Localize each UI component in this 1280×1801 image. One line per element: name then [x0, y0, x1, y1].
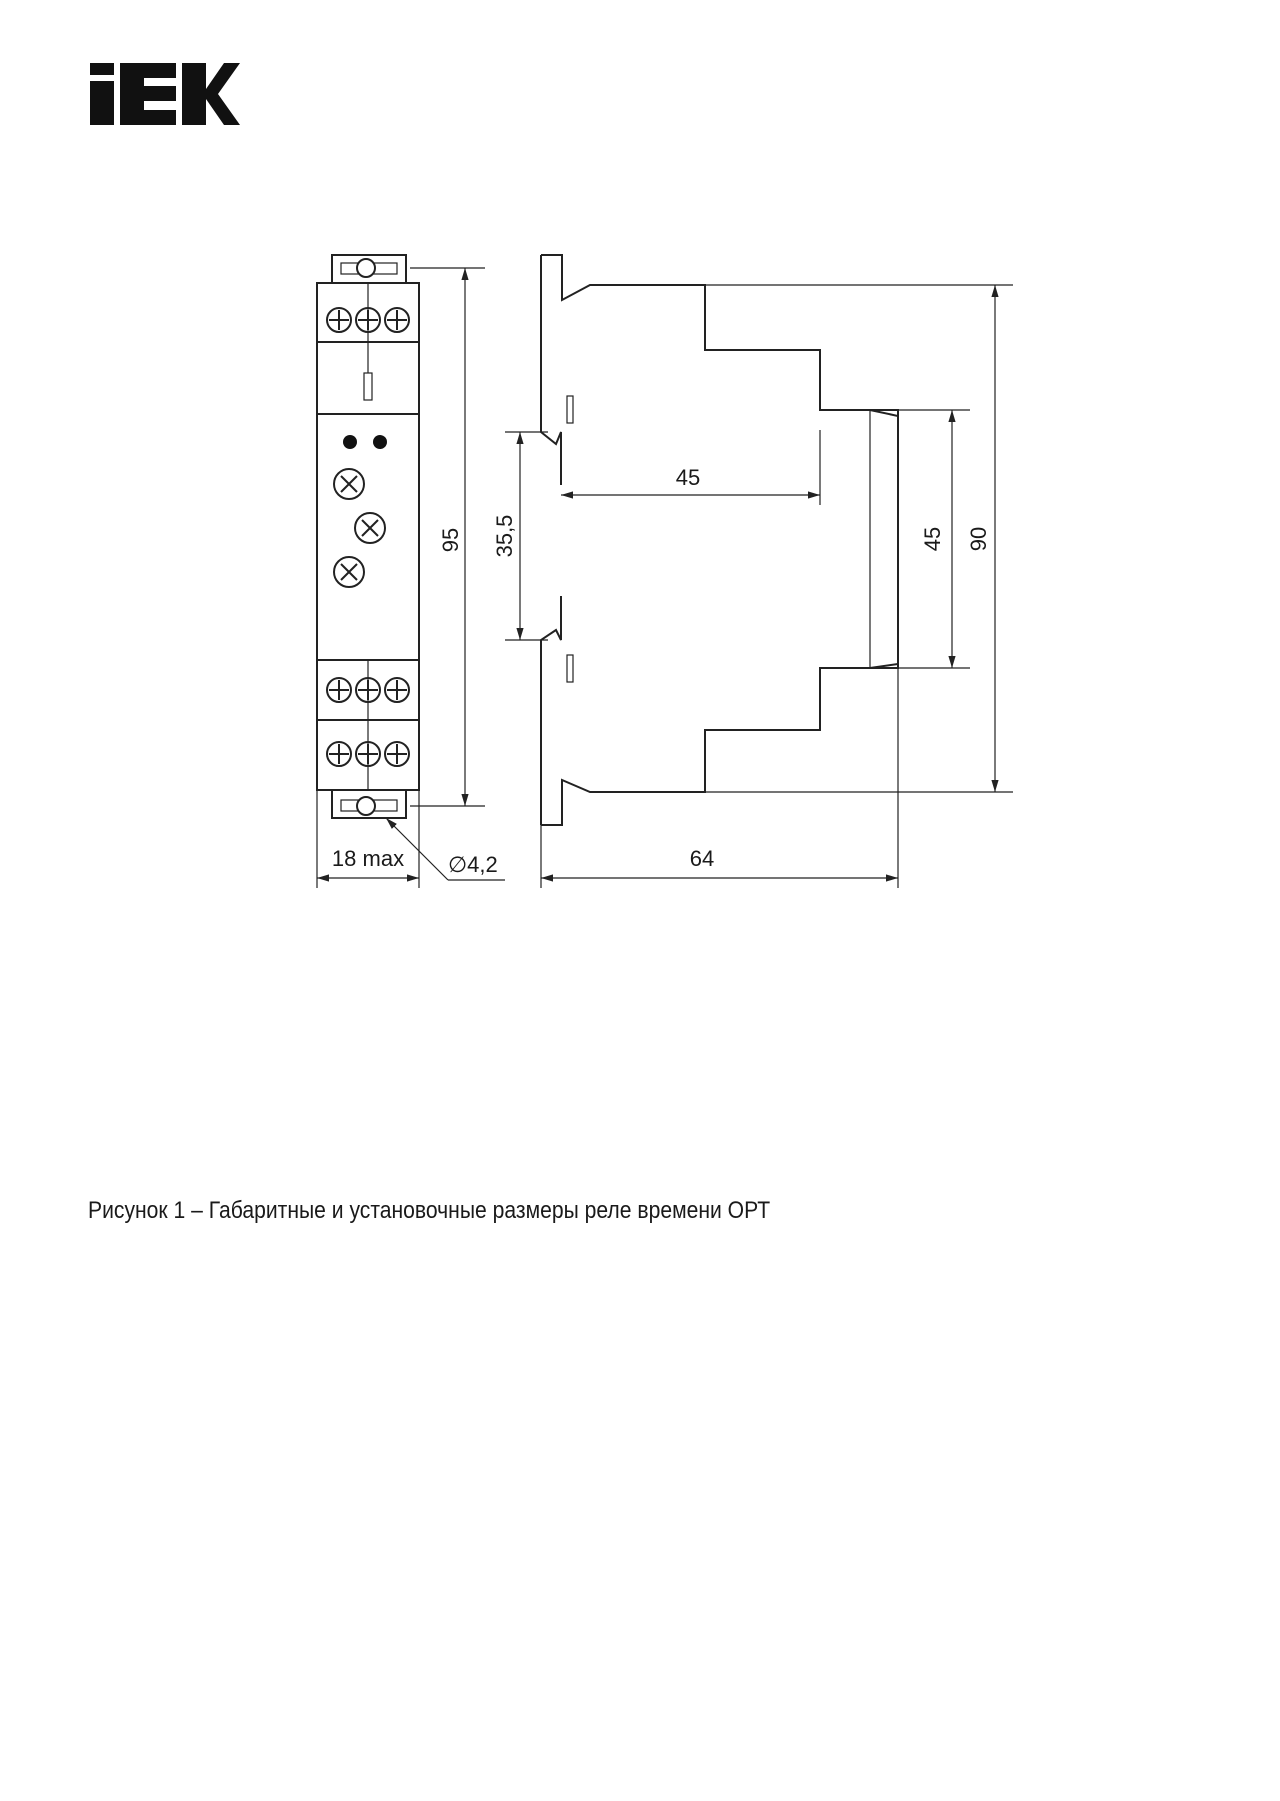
dim-face-height: 45	[920, 527, 945, 551]
front-view: 95 18 max ∅4,2	[316, 254, 505, 888]
bottom-terminals-lower	[326, 741, 410, 767]
led-indicator	[343, 435, 357, 449]
dim-depth-face: 45	[676, 465, 700, 490]
dim-din-rail: 35,5	[492, 515, 517, 558]
figure-caption: Рисунок 1 – Габаритные и установочные ра…	[88, 1197, 771, 1224]
dimension-drawing: 95 18 max ∅4,2 35,5 45	[316, 254, 1013, 888]
dim-module-width: 18 max	[332, 846, 404, 871]
side-view: 35,5 45 45 90 64	[492, 254, 1013, 888]
dim-body-height: 90	[966, 527, 991, 551]
bottom-terminals-upper	[326, 677, 410, 703]
iek-logo	[90, 63, 240, 125]
led-indicator	[373, 435, 387, 449]
top-terminals	[326, 307, 410, 333]
dim-overall-depth: 64	[690, 846, 714, 871]
adjustment-knobs	[333, 468, 386, 588]
dim-hole-diameter: ∅4,2	[448, 852, 498, 877]
dim-total-height: 95	[438, 528, 463, 552]
